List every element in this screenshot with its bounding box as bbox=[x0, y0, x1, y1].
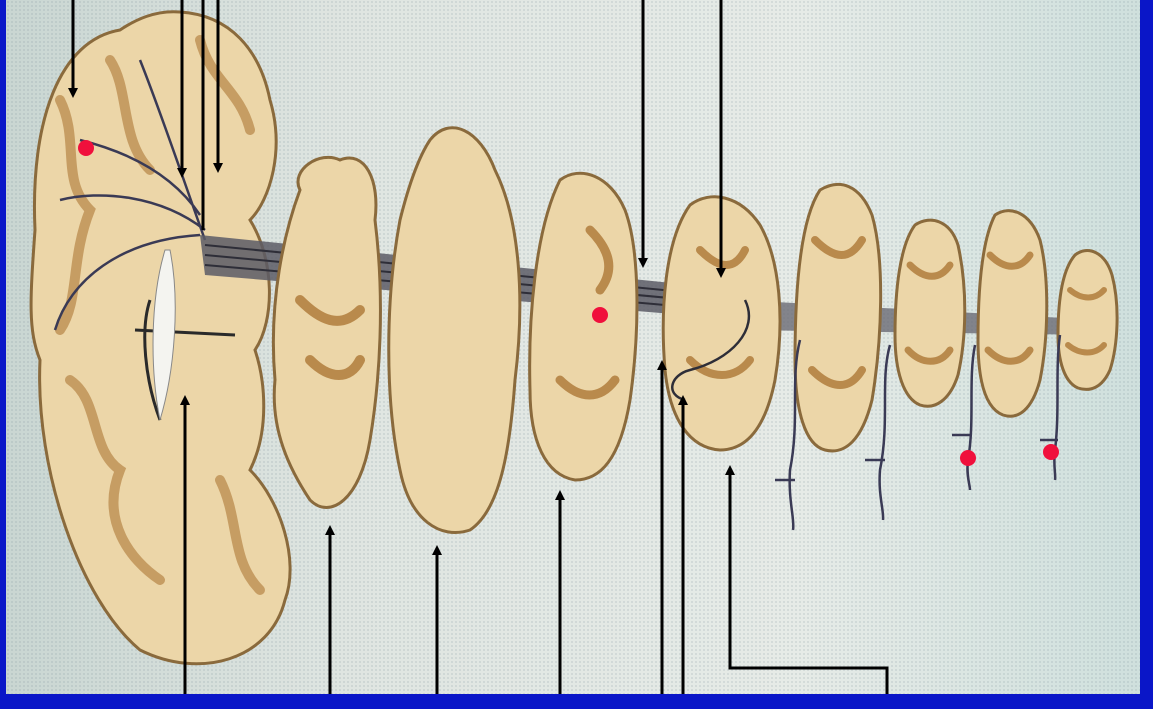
midbrain-section bbox=[273, 157, 380, 507]
red-marker bbox=[592, 307, 608, 323]
medulla-upper-section bbox=[530, 173, 637, 480]
red-marker bbox=[78, 140, 94, 156]
spinal-lumbar-section bbox=[978, 211, 1047, 417]
spinal-cervical-section bbox=[795, 184, 881, 450]
spinal-thoracic-section bbox=[895, 220, 965, 406]
red-marker bbox=[960, 450, 976, 466]
cerebrum-section bbox=[31, 12, 290, 664]
spinal-sacral-section bbox=[1058, 251, 1117, 390]
pons-section bbox=[389, 128, 520, 533]
red-marker bbox=[1043, 444, 1059, 460]
